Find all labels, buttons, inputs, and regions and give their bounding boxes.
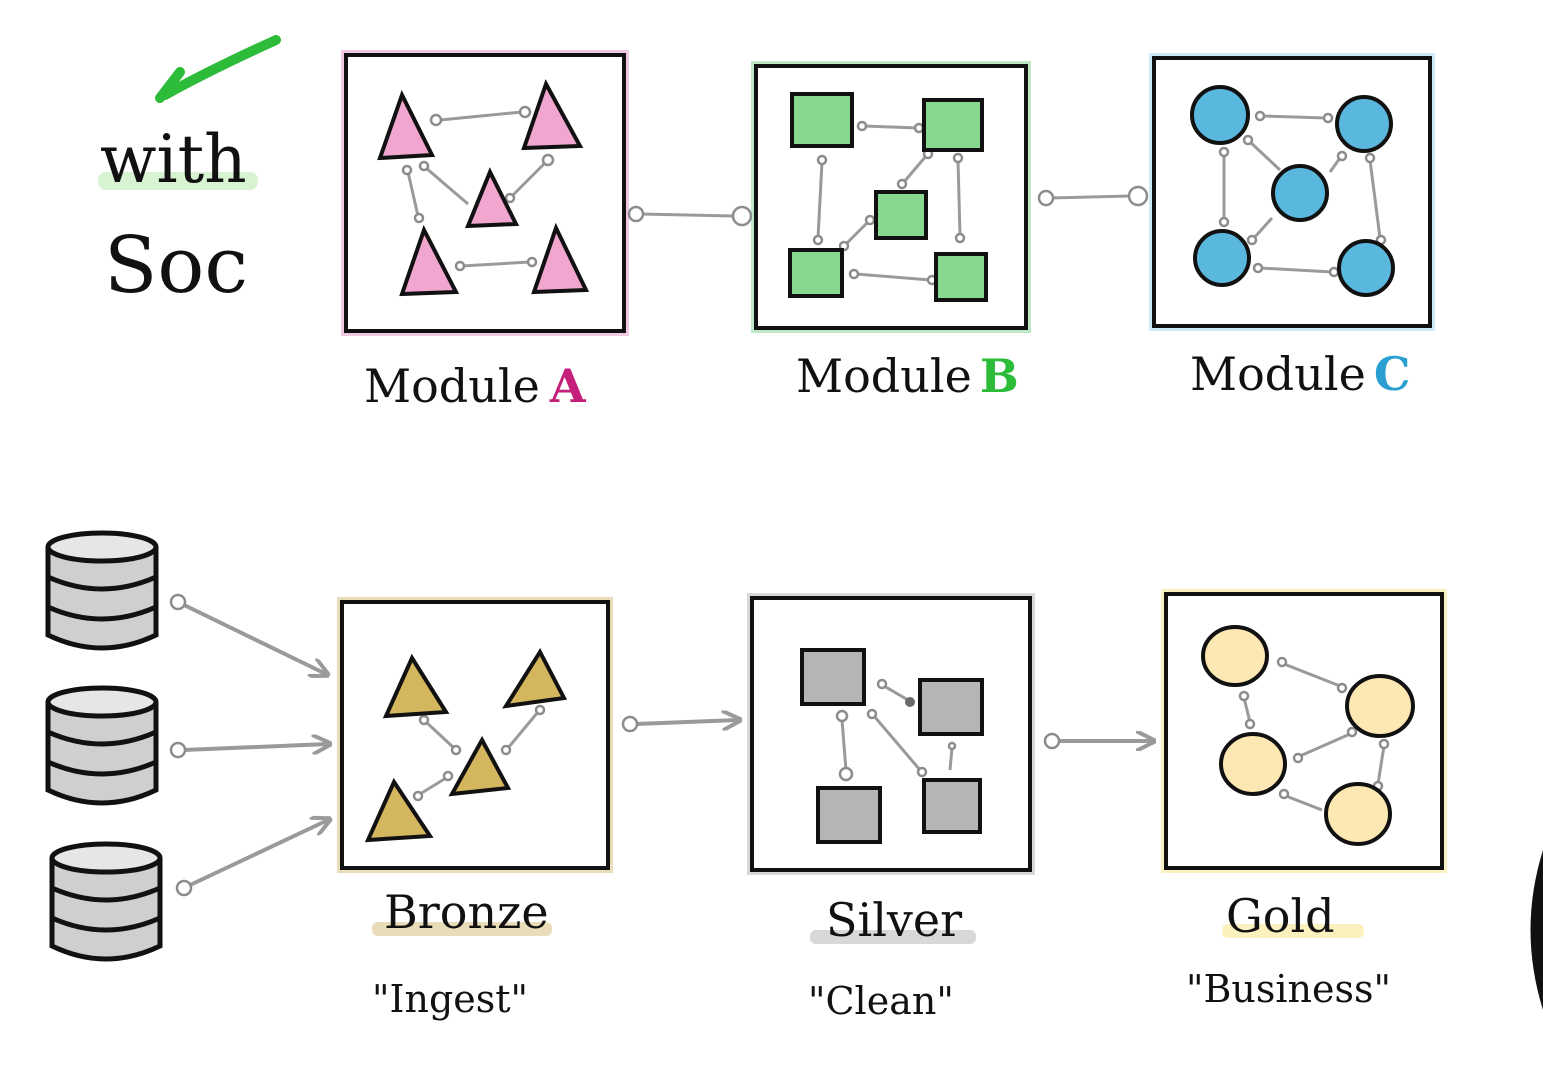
circle-shape [1190,85,1250,145]
triangle-shape [399,224,460,297]
circle-shape [1337,239,1395,297]
title-with: with [100,121,247,198]
module-connectors [627,185,1149,227]
bronze-layer [337,597,613,873]
module-c-connections [1218,110,1387,278]
circle-shape [1219,732,1287,796]
triangle-shape [364,777,434,843]
database-icon [45,530,159,651]
database-icon [45,685,159,806]
layer-arrows [621,717,1152,748]
bronze-highlight [372,922,552,936]
bronze-subtitle: "Ingest" [372,977,528,1021]
circle-shape [1324,782,1392,846]
silver-layer [747,593,1035,875]
circle-shape [1193,229,1251,287]
square-shape [922,778,982,834]
title-soc: Soc [104,221,248,311]
bronze-label: Bronze [384,885,549,939]
silver-label: Silver [826,893,962,947]
gold-layer [1161,589,1447,873]
checkmark-icon [155,35,281,103]
circle-shape [1271,164,1329,222]
circle-shape [1201,625,1269,687]
square-shape [816,786,882,844]
module-a [341,50,629,336]
database-icon [49,841,163,962]
silver-subtitle: "Clean" [808,979,954,1023]
triangle-shape [531,222,590,295]
title-highlight [98,172,258,190]
square-shape [918,678,984,736]
silver-connections [835,678,957,782]
circle-shape [1335,95,1393,153]
square-shape [800,648,866,706]
triangle-shape [382,653,450,719]
silver-highlight [810,930,976,944]
ingest-arrows [169,593,328,897]
module-c [1149,53,1435,331]
edge-shape [1530,850,1543,1010]
module-a-connections [401,105,555,272]
gold-highlight [1222,924,1364,938]
square-shape [790,92,854,148]
title-group: with Soc [98,35,281,311]
square-shape [874,190,928,240]
gold-subtitle: "Business" [1186,967,1391,1011]
triangle-shape [448,735,512,797]
triangle-shape [521,79,584,151]
triangle-shape [502,647,568,709]
triangle-shape [464,167,520,229]
square-shape [788,248,844,298]
gold-label: Gold [1226,889,1335,943]
square-shape [934,252,988,302]
circle-shape [1345,674,1415,738]
module-b [751,61,1031,333]
triangle-shape [377,89,436,161]
bronze-connections [412,704,546,802]
square-shape [922,98,984,152]
